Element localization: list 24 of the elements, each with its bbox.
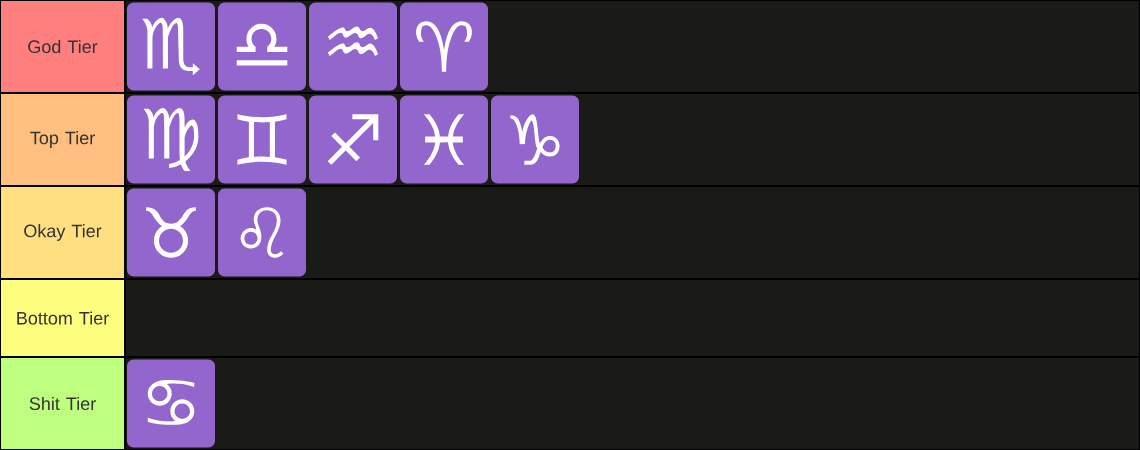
node-label: ♒ [327, 26, 379, 56]
node-label: ♑ [510, 114, 560, 165]
zodiac-tile: ♑ [491, 95, 579, 184]
zodiac-tile: ♍ [127, 95, 215, 184]
node-label: ♊ [237, 114, 287, 165]
zodiac-tile: ♎ [218, 2, 306, 91]
node-label: ♐ [327, 114, 379, 165]
zodiac-tile: ♏ [127, 2, 215, 91]
zodiac-tile: ♓ [400, 95, 488, 184]
zodiac-tile: ♐ [309, 95, 397, 184]
tier-row: Bottom Tier [0, 278, 1140, 358]
zodiac-tile: ♊ [218, 95, 306, 184]
node-label: ♈ [416, 21, 472, 72]
node-label: ♎ [236, 23, 288, 66]
zodiac-tile: ♈ [400, 2, 488, 91]
node-label: ♓ [423, 114, 465, 165]
node-label: ♉ [146, 207, 196, 258]
zodiac-tile: ♋ [127, 359, 215, 448]
zodiac-tile: ♌ [218, 188, 306, 277]
zodiac-tile: ♉ [127, 188, 215, 277]
zodiac-tile: ♒ [309, 2, 397, 91]
node-label: ♌ [240, 207, 284, 258]
node-label: ♏ [142, 17, 200, 76]
node-label: ♍ [143, 107, 199, 172]
